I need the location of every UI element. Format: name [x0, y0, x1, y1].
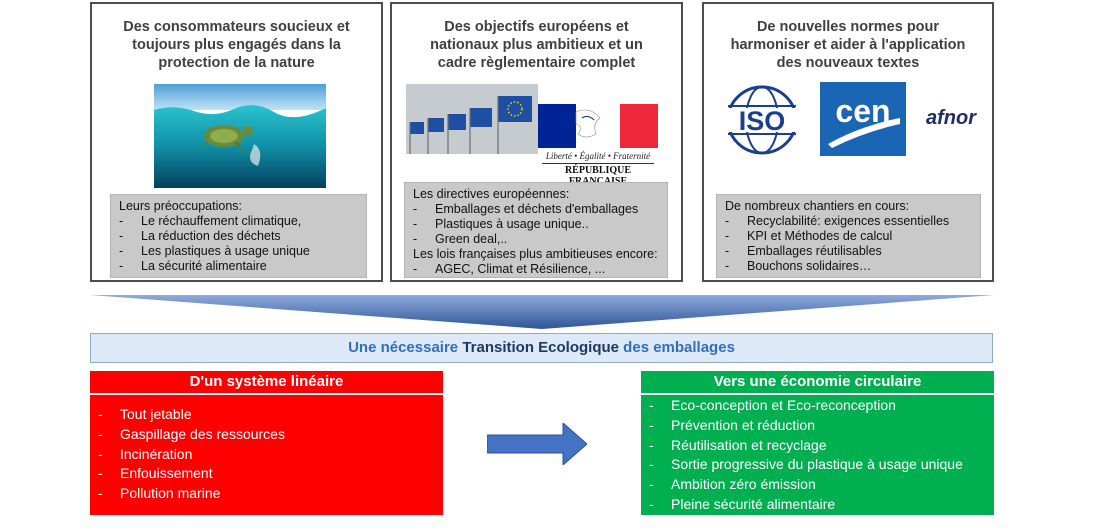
- list-item: Pollution marine: [90, 484, 443, 504]
- list-item: Recyclabilité: exigences essentielles: [725, 214, 972, 229]
- iso-logo-text: ISO: [739, 106, 786, 136]
- panel-title: Des consommateurs soucieux et toujours p…: [92, 18, 381, 72]
- title-line: des nouveaux textes: [776, 55, 920, 71]
- cen-logo: cen: [820, 82, 906, 156]
- logo-motto: Liberté • Égalité • Fraternité: [545, 151, 651, 161]
- box-intro: Leurs préoccupations:: [119, 199, 242, 213]
- list-item: La réduction des déchets: [119, 229, 358, 244]
- concerns-box: Leurs préoccupations: Le réchauffement c…: [110, 194, 367, 278]
- merge-chevron: [90, 295, 994, 329]
- list-item: Ambition zéro émission: [641, 475, 994, 495]
- banner-text-part: des emballages: [619, 339, 735, 356]
- title-line: nationaux plus ambitieux et un: [430, 37, 643, 53]
- afnor-logo: afnor: [926, 107, 977, 129]
- banner-text-part: Une nécessaire: [348, 339, 463, 356]
- logo-name: RÉPUBLIQUE FRANÇAISE: [564, 165, 632, 187]
- list-item: Enfouissement: [90, 464, 443, 484]
- circular-economy-title: Vers une économie circulaire: [641, 371, 994, 393]
- title-line: Des objectifs européens et: [444, 19, 629, 35]
- list-item: Les plastiques à usage unique: [119, 244, 358, 259]
- list-item: La sécurité alimentaire: [119, 259, 358, 274]
- list-item: KPI et Méthodes de calcul: [725, 229, 972, 244]
- panel-standards: De nouvelles normes pour harmoniser et a…: [702, 2, 994, 282]
- transition-banner: Une nécessaire Transition Ecologique des…: [90, 333, 993, 363]
- linear-system-title: D'un système linéaire: [90, 371, 443, 393]
- panel-consumers: Des consommateurs soucieux et toujours p…: [90, 2, 383, 282]
- list-item: Emballages réutilisables: [725, 244, 972, 259]
- box-intro: Les directives européennes:: [413, 187, 570, 201]
- list-item: Tout jetable: [90, 405, 443, 425]
- title-line: cadre règlementaire complet: [437, 55, 636, 71]
- list-item: Bouchons solidaires…: [725, 259, 972, 274]
- list-item: Pleine sécurité alimentaire: [641, 495, 994, 515]
- list-item: Green deal,..: [413, 232, 659, 247]
- title-line: toujours plus engagés dans la: [132, 37, 341, 53]
- panel-title: De nouvelles normes pour harmoniser et a…: [704, 18, 992, 72]
- list-item: AGEC, Climat et Résilience, ...: [413, 262, 659, 277]
- title-line: Des consommateurs soucieux et: [123, 19, 350, 35]
- title-line: harmoniser et aider à l'application: [730, 37, 966, 53]
- list-item: Réutilisation et recyclage: [641, 436, 994, 456]
- sea-turtle-image: [154, 84, 326, 188]
- circular-economy-list: Eco-conception et Eco-reconception Préve…: [641, 395, 994, 515]
- directives-box: Les directives européennes: Emballages e…: [404, 182, 668, 278]
- list-item: Plastiques à usage unique..: [413, 217, 659, 232]
- afnor-logo-text: afnor: [926, 107, 977, 129]
- right-arrow-icon: [487, 423, 587, 465]
- republique-francaise-logo: Liberté • Égalité • Fraternité RÉPUBLIQU…: [538, 104, 658, 187]
- marianne-icon: [538, 104, 658, 148]
- title-line: De nouvelles normes pour: [756, 19, 940, 35]
- box-intro: De nombreux chantiers en cours:: [725, 199, 910, 213]
- projects-box: De nombreux chantiers en cours: Recyclab…: [716, 194, 981, 278]
- panel-objectives: Des objectifs européens et nationaux plu…: [390, 2, 683, 282]
- list-item: Emballages et déchets d'emballages: [413, 202, 659, 217]
- linear-system-list: Tout jetable Gaspillage des ressources I…: [90, 395, 443, 515]
- banner-text-emphasis: Transition Ecologique: [462, 339, 620, 356]
- list-item: Le réchauffement climatique,: [119, 214, 358, 229]
- list-item: Prévention et réduction: [641, 416, 994, 436]
- list-item: Sortie progressive du plastique à usage …: [641, 455, 994, 475]
- logo-rule: [542, 163, 654, 164]
- panel-title: Des objectifs européens et nationaux plu…: [392, 18, 681, 72]
- title-line: protection de la nature: [158, 55, 315, 71]
- cen-logo-mark: cen: [828, 93, 900, 148]
- list-item: Gaspillage des ressources: [90, 425, 443, 445]
- list-item: Eco-conception et Eco-reconception: [641, 396, 994, 416]
- list-item: Incinération: [90, 445, 443, 465]
- iso-logo: ISO: [718, 85, 806, 155]
- eu-flags-image: [406, 84, 538, 154]
- box-intro: Les lois françaises plus ambitieuses enc…: [413, 247, 658, 261]
